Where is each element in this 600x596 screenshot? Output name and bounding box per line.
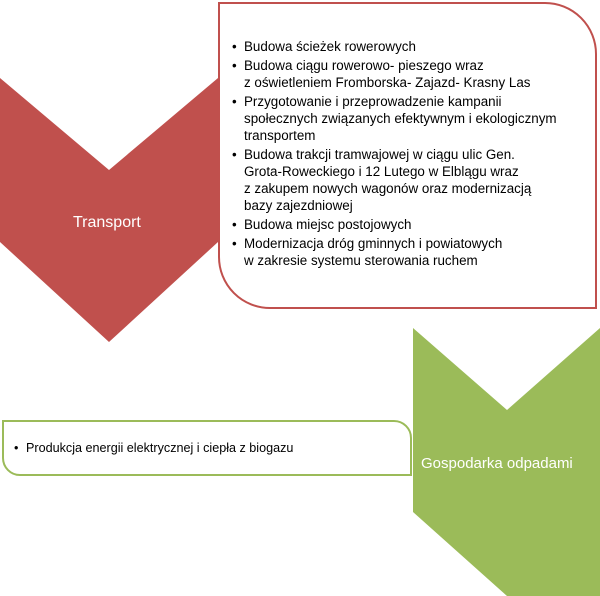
transport-item: Przygotowanie i przeprowadzenie kampanii… — [232, 93, 583, 144]
transport-item: Budowa miejsc postojowych — [232, 216, 583, 233]
transport-item: Budowa ścieżek rowerowych — [232, 38, 583, 55]
transport-label: Transport — [73, 214, 141, 231]
transport-item: Modernizacja dróg gminnych i powiatowych… — [232, 235, 583, 269]
transport-chevron — [0, 78, 218, 342]
waste-details-box: Produkcja energii elektrycznej i ciepła … — [2, 420, 412, 476]
waste-item-list: Produkcja energii elektrycznej i ciepła … — [14, 440, 398, 457]
waste-item: Produkcja energii elektrycznej i ciepła … — [14, 440, 398, 457]
waste-label: Gospodarka odpadami — [421, 455, 573, 472]
waste-chevron — [413, 328, 600, 596]
transport-item: Budowa ciągu rowerowo- pieszego wraz z o… — [232, 57, 583, 91]
transport-item: Budowa trakcji tramwajowej w ciągu ulic … — [232, 146, 583, 214]
transport-item-list: Budowa ścieżek rowerowych Budowa ciągu r… — [232, 38, 583, 269]
transport-details-box: Budowa ścieżek rowerowych Budowa ciągu r… — [218, 2, 597, 309]
